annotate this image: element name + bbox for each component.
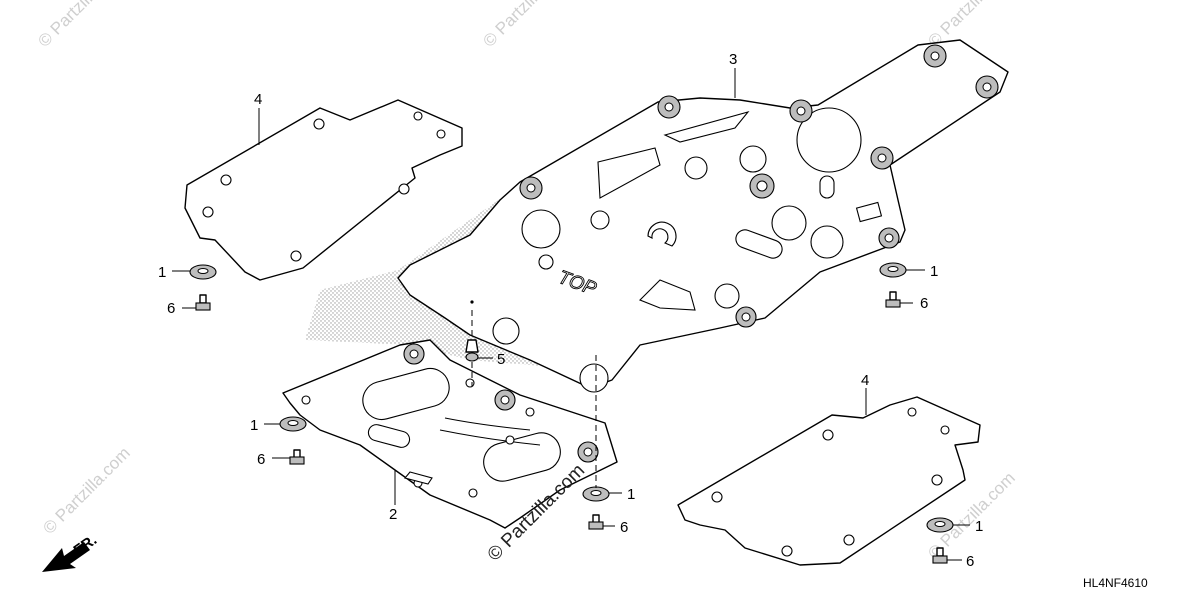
grommet bbox=[279, 416, 307, 432]
watermark-faint: © Partzilla.com bbox=[479, 0, 573, 51]
callout-5: 5 bbox=[497, 351, 505, 368]
callout-1: 1 bbox=[975, 518, 983, 535]
callout-1: 1 bbox=[158, 264, 166, 281]
grommet bbox=[879, 262, 907, 278]
watermark-faint: © Partzilla.com bbox=[39, 443, 133, 537]
callout-1: 1 bbox=[250, 417, 258, 434]
skid-plate-main: TOP bbox=[397, 39, 1009, 393]
callout-6: 6 bbox=[257, 451, 265, 468]
watermark-faint: © Partzilla.com bbox=[34, 0, 128, 51]
callout-labels: 4 3 4 2 1 6 1 6 1 6 5 1 6 1 6 bbox=[158, 51, 983, 570]
diagram-code: HL4NF4610 bbox=[1083, 576, 1148, 590]
callout-3: 3 bbox=[729, 51, 737, 68]
skid-plate-front bbox=[282, 339, 618, 529]
mount-bosses-front bbox=[403, 343, 599, 463]
callout-4: 4 bbox=[861, 372, 869, 389]
grommet bbox=[582, 486, 610, 502]
alignment-lines bbox=[471, 310, 597, 488]
mount-bosses bbox=[519, 44, 999, 328]
side-panel-upper-left bbox=[184, 99, 463, 281]
push-clip bbox=[465, 300, 479, 362]
callout-1: 1 bbox=[930, 263, 938, 280]
leader-lines bbox=[172, 68, 970, 561]
bolt bbox=[289, 449, 305, 465]
hardware bbox=[189, 262, 954, 564]
front-arrow: FR. bbox=[42, 531, 100, 572]
bolt bbox=[588, 514, 604, 530]
callout-6: 6 bbox=[966, 553, 974, 570]
grommet bbox=[926, 517, 954, 533]
callout-1: 1 bbox=[627, 486, 635, 503]
side-panel-lower-right bbox=[677, 396, 981, 566]
bolt bbox=[885, 291, 901, 308]
grommet bbox=[189, 264, 217, 280]
arrow-icon bbox=[42, 542, 90, 572]
callout-4: 4 bbox=[254, 91, 262, 108]
callout-6: 6 bbox=[920, 295, 928, 312]
callout-6: 6 bbox=[167, 300, 175, 317]
callout-2: 2 bbox=[389, 506, 397, 523]
bolt bbox=[195, 294, 211, 311]
callout-6: 6 bbox=[620, 519, 628, 536]
